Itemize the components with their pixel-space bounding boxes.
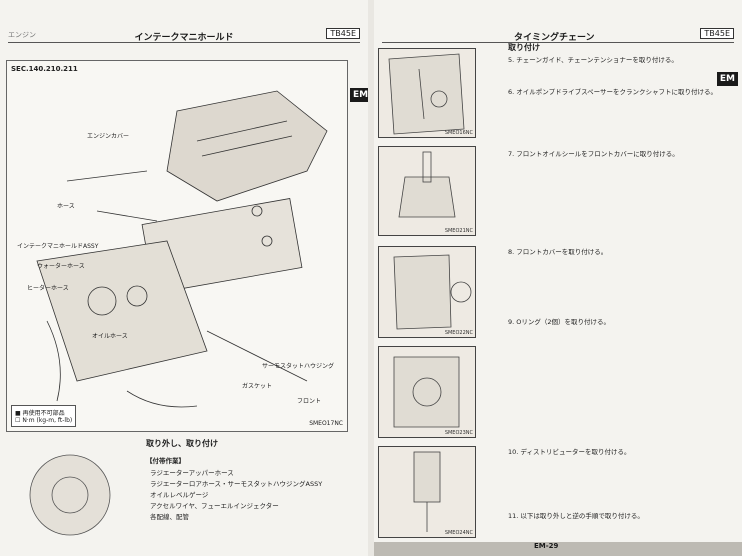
left-header-tag: エンジン (8, 31, 36, 39)
legend-symbol: ■ (15, 410, 21, 417)
bolt-positions-drawing (393, 356, 460, 428)
em-section-tab: EM (716, 72, 738, 86)
right-engine-code: TB45E (700, 28, 734, 39)
left-page-header: エンジン インテークマニホールド TB45E (8, 28, 360, 43)
removal-section-title: 取り外し、取り付け (146, 439, 218, 448)
callout-front: フロント (297, 398, 322, 405)
install-section-title: 取り付け (508, 43, 540, 52)
oil-seal-drawing (398, 151, 456, 218)
legend-text: 再使用不可部品 (22, 410, 65, 417)
figure-chain-guide: SMEO16NC (378, 48, 476, 138)
figure-bolt-positions: SMEO23NC (378, 346, 476, 438)
prep-item: アクセルワイヤ、フューエルインジェクター (150, 502, 279, 510)
right-page: タイミングチェーン TB45E EM 取り付け SMEO16NC SMEO21N… (374, 0, 742, 556)
left-page: エンジン インテークマニホールド TB45E SEC.140.210.211 (0, 0, 368, 556)
install-step: 10. ディストリビューターを取り付ける。 (508, 448, 631, 456)
prep-item: ラジエーターロアホース・サーモスタットハウジングASSY (150, 480, 323, 488)
prep-item: 各配線、配管 (150, 513, 189, 521)
legend-symbol: ☐ (15, 417, 21, 424)
callout-gasket: ガスケット (242, 383, 273, 390)
distributor-drawing (413, 451, 441, 532)
left-page-title: インテークマニホールド (134, 33, 234, 43)
callout-water-hose: ウォーターホース (37, 263, 85, 270)
exploded-view-drawing (36, 90, 328, 408)
right-page-header: タイミングチェーン TB45E (382, 28, 734, 43)
page-footer-band (374, 542, 742, 556)
chain-guide-drawing (388, 53, 465, 135)
figure-code: SMEO21NC (444, 228, 473, 234)
callout-oil-hose: オイルホース (92, 333, 128, 340)
figure-front-cover: SMEO22NC (378, 246, 476, 338)
figure-code: SMEO22NC (444, 330, 473, 336)
figure-code: SMEO24NC (444, 530, 473, 536)
callout-hose: ホース (57, 203, 75, 210)
legend-row: ☐ N·m (kg-m, ft-lb) (15, 417, 72, 424)
prep-title: 【付帯作業】 (146, 457, 185, 465)
sec-label: SEC.140.210.211 (11, 65, 78, 73)
callout-thermostat-housing: サーモスタットハウジング (262, 363, 335, 370)
em-section-tab: EM (350, 88, 368, 102)
prep-item: ラジエーターアッパーホース (150, 469, 234, 477)
left-engine-code: TB45E (326, 28, 360, 39)
figure-distributor: SMEO24NC (378, 446, 476, 538)
intake-manifold-diagram: SEC.140.210.211 エンジンカバー ホース インテークマニホール (6, 60, 348, 432)
callout-engine-cover: エンジンカバー (87, 133, 130, 140)
figure-code: SMEO16NC (444, 130, 473, 136)
install-step: 7. フロントオイルシールをフロントカバーに取り付ける。 (508, 150, 679, 158)
callout-intake-manifold: インテークマニホールドASSY (17, 243, 99, 250)
legend-row: ■ 再使用不可部品 (15, 408, 72, 417)
right-page-title: タイミングチェーン (514, 33, 595, 43)
install-step: 6. オイルポンプドライブスペーサーをクランクシャフトに取り付ける。 (508, 88, 717, 96)
legend-text: N·m (kg-m, ft-lb) (22, 417, 73, 424)
figure-code: SMEO17NC (309, 420, 343, 427)
install-step: 9. Oリング（2個）を取り付ける。 (508, 318, 611, 326)
install-step: 8. フロントカバーを取り付ける。 (508, 248, 608, 256)
figure-code: SMEO23NC (444, 430, 473, 436)
bottom-bleed-illustration (29, 454, 111, 536)
page-number: EM-29 (534, 542, 559, 550)
figure-oil-seal: SMEO21NC (378, 146, 476, 236)
install-step: 11. 以下は取り外しと逆の手順で取り付ける。 (508, 512, 644, 520)
prep-item: オイルレベルゲージ (150, 491, 209, 499)
legend-box: ■ 再使用不可部品 ☐ N·m (kg-m, ft-lb) (11, 405, 77, 427)
install-step: 5. チェーンガイド、チェーンテンショナーを取り付ける。 (508, 56, 678, 64)
callout-heater-hose: ヒーターホース (27, 285, 69, 292)
front-cover-drawing (393, 254, 472, 330)
